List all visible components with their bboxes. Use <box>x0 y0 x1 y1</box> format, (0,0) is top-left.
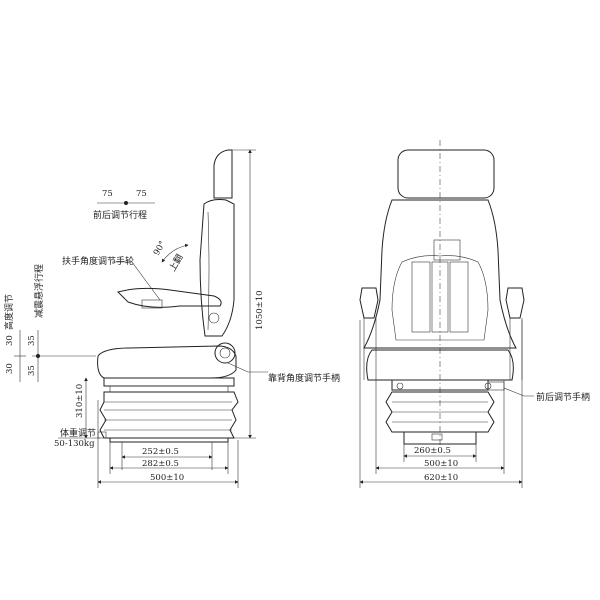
fore-aft-right-value: 75 <box>136 189 147 199</box>
height-adjust-label: 高度调节 <box>3 294 15 330</box>
rail-inner-value: 252±0.5 <box>142 447 179 457</box>
fore-aft-left-value: 75 <box>102 189 113 199</box>
suspension-travel-label: 减震悬浮行程 <box>33 264 45 318</box>
front-armrest-right <box>505 287 525 319</box>
front-bellows <box>385 391 495 433</box>
height-bottom-value: 30 <box>5 363 15 374</box>
front-rail-width-value: 260±0.5 <box>414 446 451 456</box>
side-backrest <box>199 199 235 337</box>
side-headrest <box>213 149 233 199</box>
height-top-value: 30 <box>5 335 15 346</box>
front-backrest <box>363 199 517 349</box>
front-seat-cushion <box>366 349 514 381</box>
susp-top-value: 35 <box>27 335 37 346</box>
height-dim-value: 310±10 <box>75 384 85 418</box>
fore-aft-travel-label: 前后调节行程 <box>93 209 147 221</box>
side-seat-cushion <box>97 345 237 379</box>
total-height-value: 1050±10 <box>255 290 265 330</box>
side-armrest <box>117 287 222 308</box>
side-bellows <box>99 391 239 439</box>
front-headrest <box>397 149 495 199</box>
rail-outer-value: 282±0.5 <box>142 459 179 469</box>
front-view <box>359 140 534 488</box>
front-overall-width-value: 620±10 <box>424 473 458 483</box>
weight-adjust-label: 体重调节 <box>60 427 96 439</box>
susp-bottom-value: 35 <box>27 365 37 376</box>
armrest-wheel-label: 扶手角度调节手轮 <box>62 255 134 267</box>
depth-value: 500±10 <box>150 473 184 483</box>
armrest-angle-value: 90° <box>152 239 168 257</box>
armrest-flip-label: 上翻 <box>167 252 186 273</box>
backrest-handle-label: 靠背角度调节手柄 <box>268 372 340 384</box>
front-seat-width-value: 500±10 <box>424 459 458 469</box>
weight-range-label: 50-130kg <box>54 439 95 449</box>
side-view <box>14 149 268 488</box>
front-armrest-left <box>359 287 379 319</box>
fore-aft-handle-label: 前后调节手柄 <box>536 391 590 403</box>
